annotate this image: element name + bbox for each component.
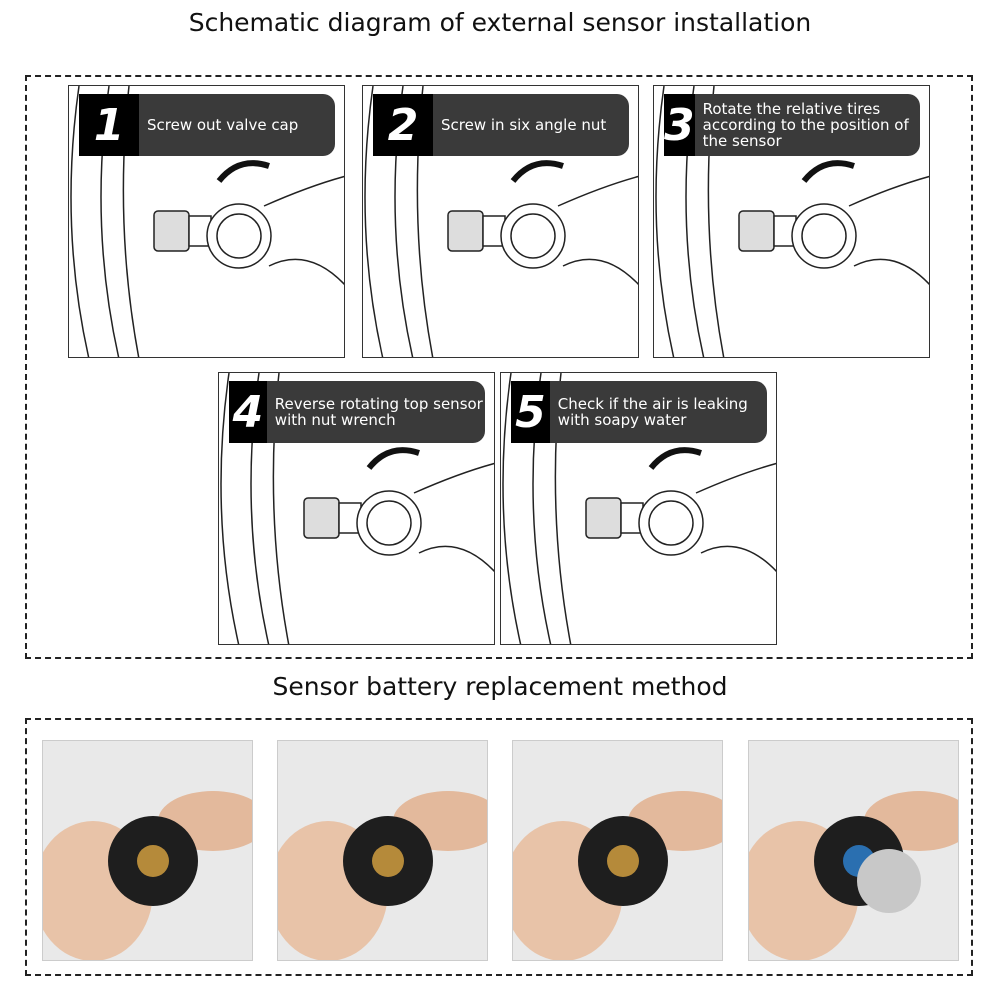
battery-title: Sensor battery replacement method bbox=[272, 672, 728, 701]
step-illustration bbox=[70, 86, 344, 357]
step-panel-1: 1 Screw out valve cap bbox=[68, 85, 345, 358]
photo-sensor-held bbox=[42, 740, 253, 961]
step-number: 5 bbox=[511, 381, 550, 443]
step-text: Screw in six angle nut bbox=[441, 116, 607, 134]
photo-sensor-opened-image bbox=[513, 791, 722, 960]
photo-sensor-opened bbox=[512, 740, 723, 961]
step-number: 1 bbox=[79, 94, 139, 156]
battery-frame bbox=[25, 718, 973, 976]
step-label: 2 Screw in six angle nut bbox=[373, 94, 629, 156]
installation-title: Schematic diagram of external sensor ins… bbox=[188, 8, 812, 37]
photo-sensor-held-image bbox=[43, 791, 252, 960]
step-number: 2 bbox=[373, 94, 433, 156]
step-number: 3 bbox=[664, 94, 695, 156]
step-illustration bbox=[364, 86, 638, 357]
step-text: Check if the air is leaking with soapy w… bbox=[557, 395, 748, 429]
step-label: 1 Screw out valve cap bbox=[79, 94, 335, 156]
step-text: Reverse rotating top sensor with nut wre… bbox=[274, 395, 483, 429]
photo-wrench-on-sensor-image bbox=[278, 791, 487, 960]
photo-battery-exposed bbox=[748, 740, 959, 961]
installation-frame bbox=[25, 75, 973, 659]
step-text: Rotate the relative tires according to t… bbox=[702, 100, 909, 150]
photo-wrench-on-sensor bbox=[277, 740, 488, 961]
step-text: Screw out valve cap bbox=[147, 116, 299, 134]
step-illustration bbox=[655, 86, 929, 357]
photo-battery-exposed-image bbox=[749, 791, 958, 960]
step-panel-2: 2 Screw in six angle nut bbox=[362, 85, 639, 358]
step-number: 4 bbox=[229, 381, 267, 443]
